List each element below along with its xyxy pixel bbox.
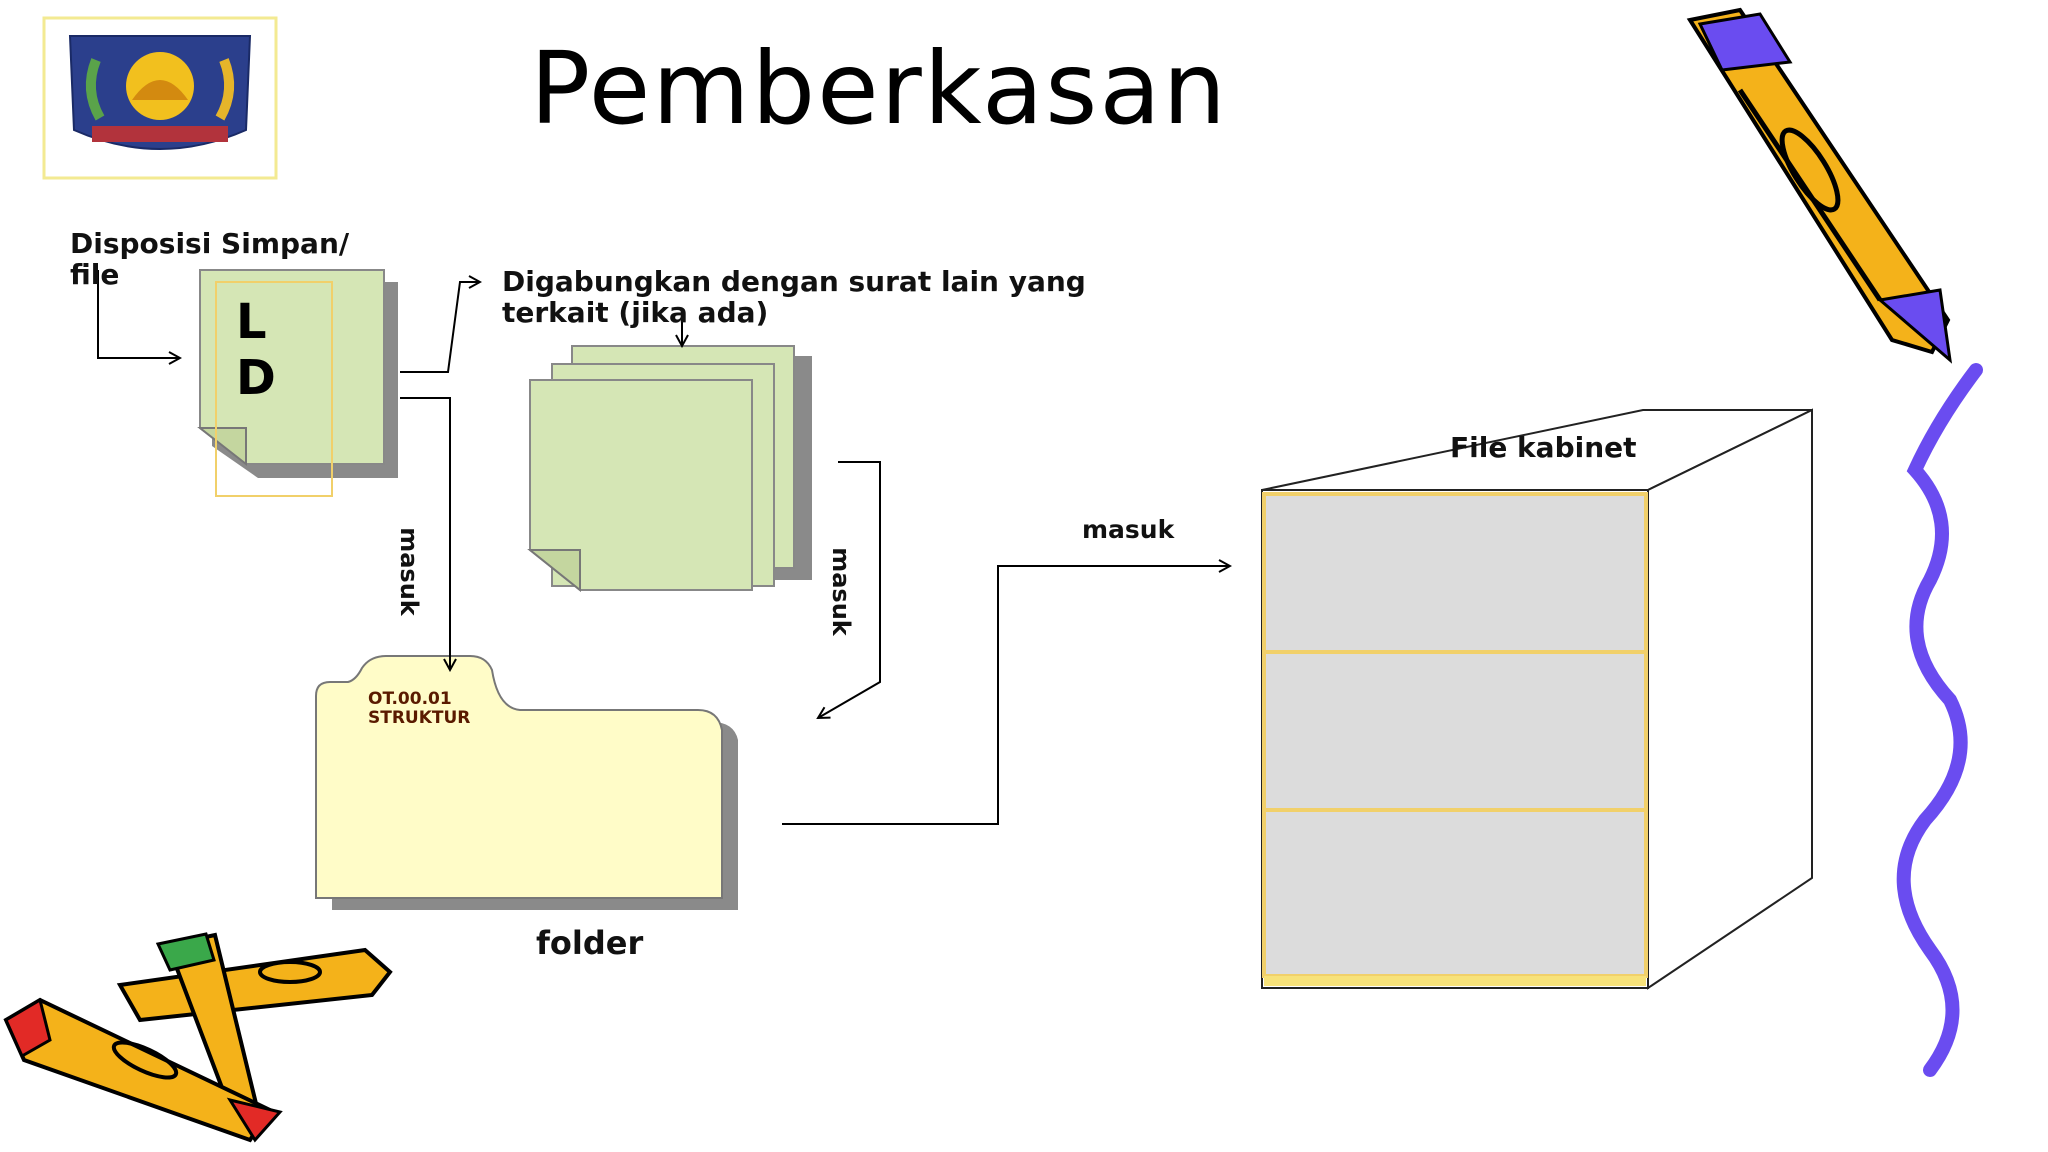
cabinet-label: File kabinet [1450, 431, 1637, 464]
document-letter-d: D [236, 350, 276, 406]
arrow-folder-to-cabinet [782, 566, 1230, 825]
document-letters: L D [236, 294, 276, 406]
arrow-stack-to-folder [818, 461, 881, 718]
disposition-document [197, 269, 398, 497]
squiggle-decoration [1896, 363, 1983, 1077]
folder-label: folder [536, 924, 644, 962]
arrow-label-masuk-2: masuk [826, 547, 855, 636]
document-letter-l: L [236, 294, 267, 350]
arrow-document-to-merge [400, 282, 480, 373]
file-cabinet [1261, 408, 1813, 990]
arrow-disposition-to-document [97, 270, 180, 358]
arrow-label-masuk-1: masuk [394, 527, 423, 616]
pencil-decoration-top [1686, 7, 1953, 364]
folder-tab-label: OT.00.01 STRUKTUR [368, 690, 470, 728]
arrow-document-to-folder [400, 397, 450, 670]
slide-title: Pemberkasan [530, 30, 1228, 147]
disposition-label: Disposisi Simpan/ file [70, 227, 350, 291]
folder-tab-name: STRUKTUR [368, 708, 471, 728]
folder-tab-code: OT.00.01 [368, 689, 452, 709]
folder-shape [315, 655, 738, 910]
arrow-label-masuk-3: masuk [1082, 515, 1175, 544]
merge-label: Digabungkan dengan surat lain yang terka… [502, 265, 1086, 329]
pencil-decoration-bottom [3, 932, 393, 1143]
emblem-logo [42, 16, 278, 180]
document-stack [527, 345, 812, 593]
